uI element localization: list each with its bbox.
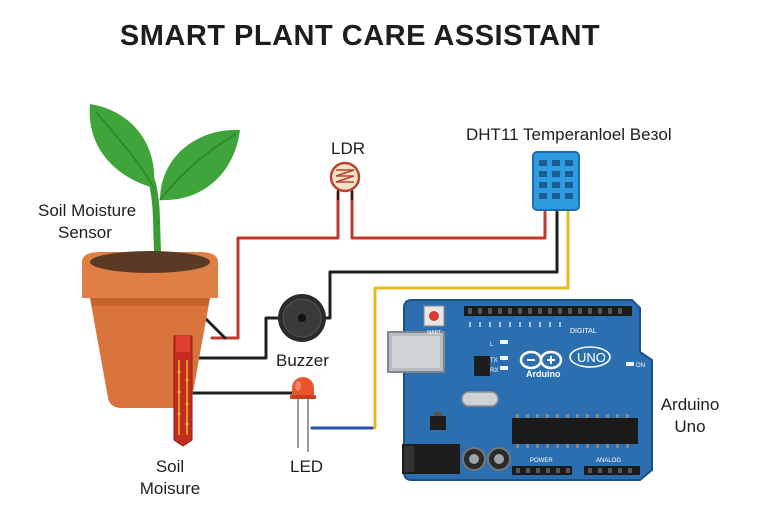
board-power-label: POWER [530, 458, 553, 464]
wire-red-ldr-dht [350, 190, 547, 240]
led-label: LED [290, 457, 324, 476]
microcontroller-chip [512, 418, 638, 444]
wire-black-dht-buzzer [190, 210, 559, 360]
potted-plant [82, 104, 240, 408]
leaf-right [160, 129, 240, 201]
board-pin-rx: RX [490, 368, 498, 374]
board-pin-tx: TX [490, 358, 498, 364]
arduino-label: Arduino Uno [654, 394, 726, 438]
plant-stem [148, 178, 162, 266]
arduino-board: DIGITAL MART Arduino UNO ON L TX RX POWE… [387, 299, 653, 481]
soil-moisture-sensor [173, 335, 193, 447]
diagram-title: SMART PLANT CARE ASSISTANT [119, 20, 601, 52]
wire-red-ldr-sensor [210, 190, 340, 340]
dht11-sensor [532, 151, 580, 211]
soil-moisture-sensor-label: Soil Moisture Sensor [38, 200, 136, 244]
wires [180, 190, 570, 430]
buzzer [278, 294, 326, 342]
led [290, 377, 316, 452]
soil-moisure-label-line2: Moisure [139, 479, 201, 498]
crystal-oscillator [461, 391, 499, 407]
soil-moisure-label-line1: Soil [155, 457, 185, 476]
ldr-sensor [329, 161, 361, 200]
board-analog-label: ANALOG [596, 458, 621, 464]
board-brand: Arduino [526, 369, 561, 379]
board-reset-label: MART [427, 330, 441, 336]
arduino-label-line1: Arduino [660, 395, 720, 414]
buzzer-label: Buzzer [276, 351, 329, 370]
arduino-label-line2: Uno [674, 417, 706, 436]
ldr-label: LDR [331, 139, 366, 158]
soil-moisture-sensor-label-line2: Sensor [58, 223, 112, 242]
soil-moisure-label: Soil Moisure [130, 456, 210, 500]
dht11-label: DHT11 Temperanloel Beзol [466, 125, 672, 144]
soil-moisture-sensor-label-line1: Soil Moisture [38, 201, 137, 220]
board-model: UNO [577, 350, 606, 365]
board-digital-label: DIGITAL [570, 328, 597, 335]
board-pin-l: L [490, 342, 494, 348]
board-on-label: ON [636, 363, 645, 369]
arduino-logo-icon [519, 350, 563, 370]
